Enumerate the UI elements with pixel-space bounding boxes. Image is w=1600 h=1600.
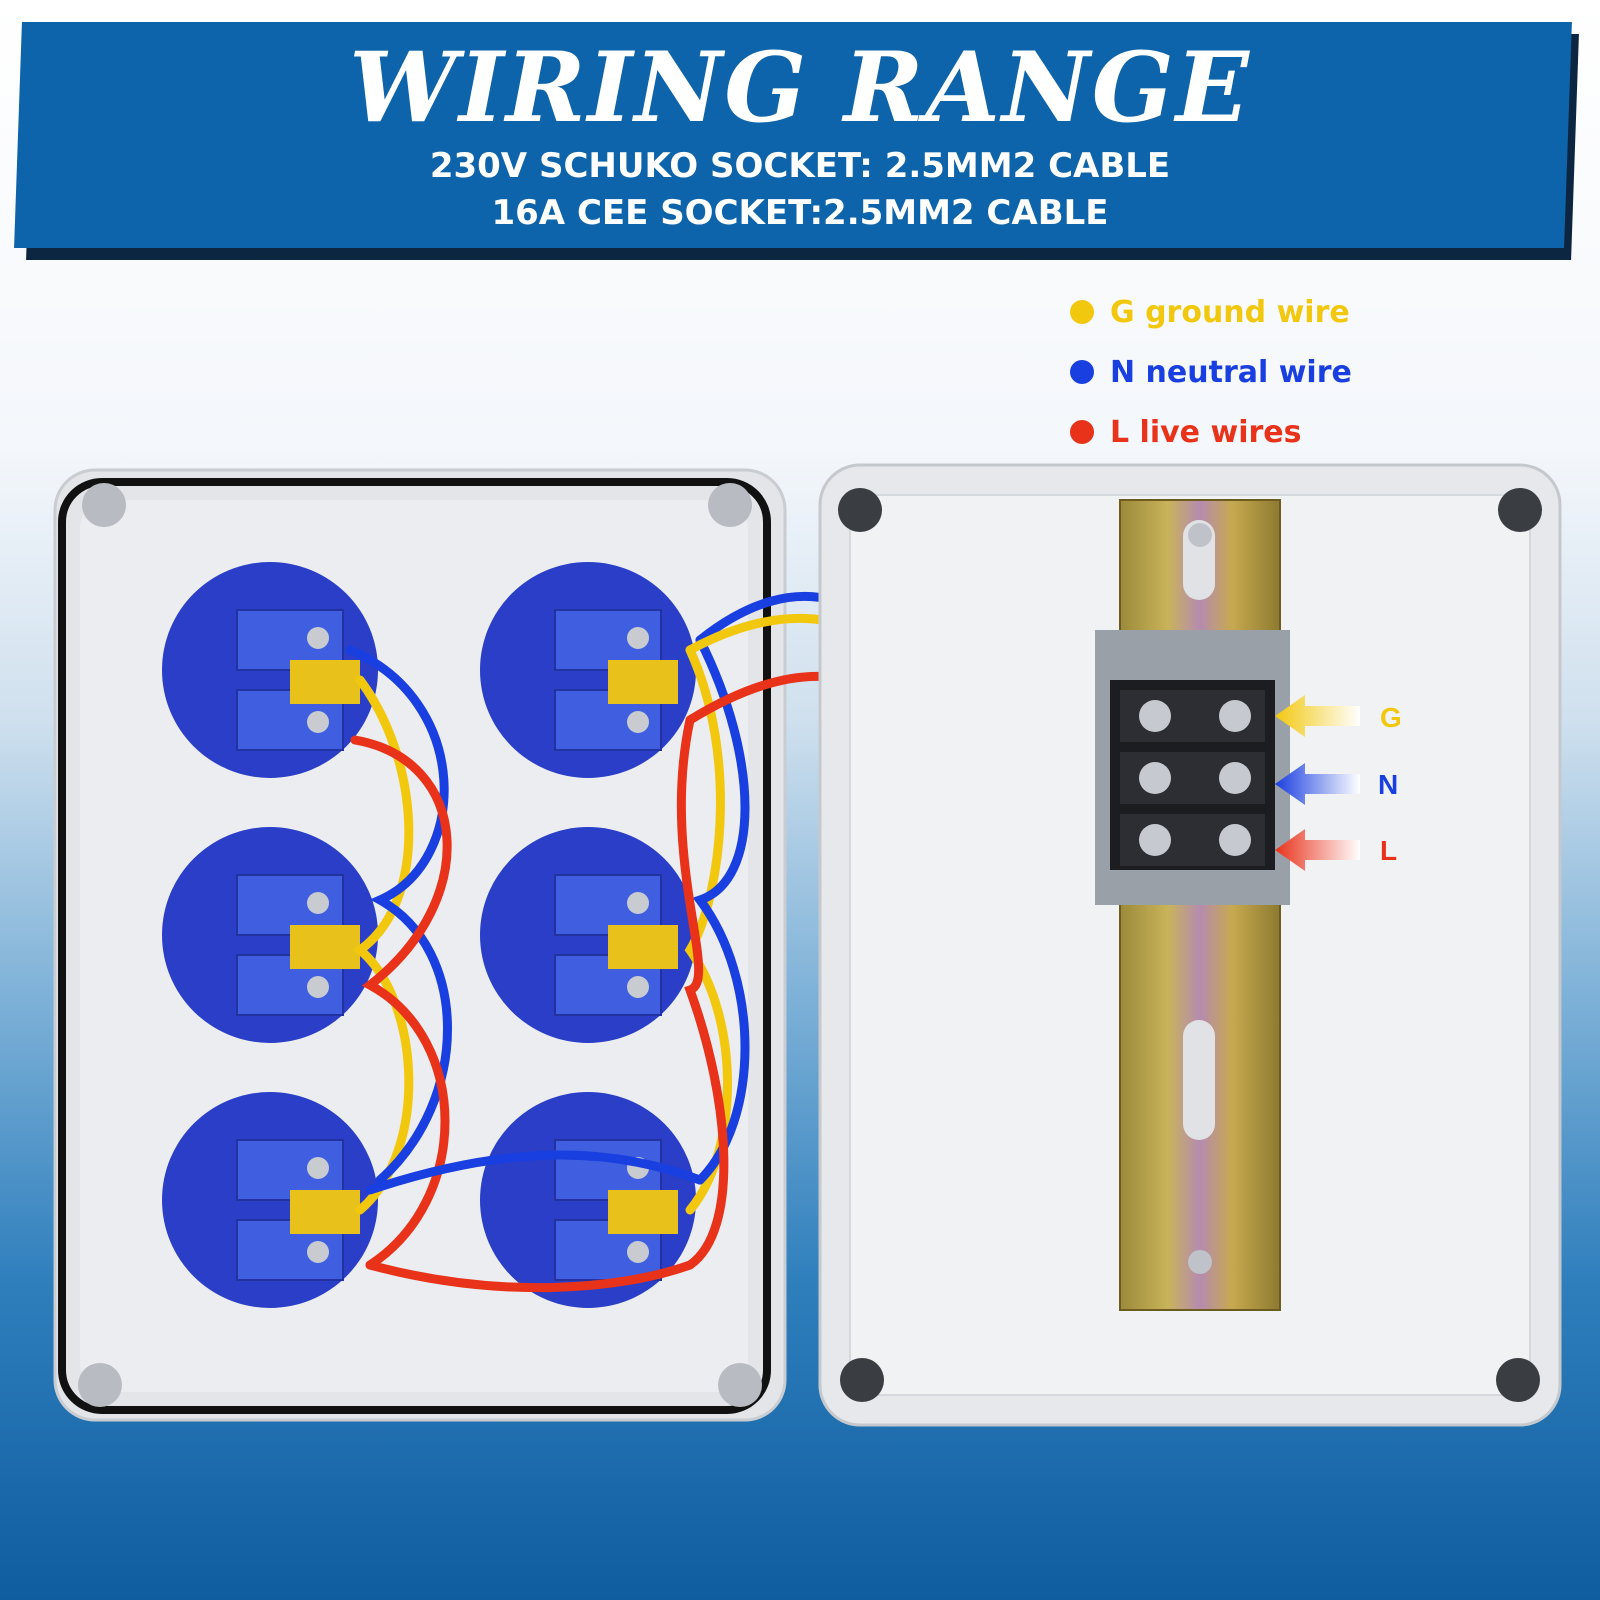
corner-hole-icon [1496, 1358, 1540, 1402]
socket-5 [162, 1092, 378, 1308]
corner-hole-icon [1498, 488, 1542, 532]
wire-legend: G ground wire N neutral wire L live wire… [1070, 282, 1352, 462]
socket-3 [162, 827, 378, 1043]
corner-hole-icon [838, 488, 882, 532]
legend-label: G ground wire [1110, 294, 1350, 330]
corner-hole-icon [78, 1363, 122, 1407]
socket-2 [480, 562, 696, 778]
corner-hole-icon [708, 483, 752, 527]
corner-hole-icon [82, 483, 126, 527]
legend-label: N neutral wire [1110, 354, 1352, 390]
page-title: WIRING RANGE [349, 31, 1251, 144]
corner-hole-icon [840, 1358, 884, 1402]
terminal-arrows [1275, 695, 1360, 871]
live-dot-icon [1070, 420, 1094, 444]
socket-6 [480, 1092, 696, 1308]
legend-item-neutral: N neutral wire [1070, 342, 1352, 402]
socket-group [162, 562, 696, 1308]
arrow-ground-icon [1275, 695, 1360, 737]
terminal-label-g: G [1380, 702, 1402, 733]
neutral-dot-icon [1070, 360, 1094, 384]
terminal-label-n: N [1378, 769, 1398, 800]
spec-line-schuko: 230V SCHUKO SOCKET: 2.5MM2 CABLE [429, 146, 1171, 186]
legend-label: L live wires [1110, 414, 1302, 450]
arrow-neutral-icon [1275, 763, 1360, 805]
legend-item-ground: G ground wire [1070, 282, 1352, 342]
socket-1 [162, 562, 378, 778]
spec-line-cee: 16A CEE SOCKET:2.5MM2 CABLE [491, 193, 1109, 233]
terminal-label-l: L [1380, 835, 1397, 866]
corner-hole-icon [718, 1363, 762, 1407]
legend-item-live: L live wires [1070, 402, 1352, 462]
ground-dot-icon [1070, 300, 1094, 324]
socket-4 [480, 827, 696, 1043]
arrow-live-icon [1275, 829, 1360, 871]
terminal-block [1095, 630, 1290, 905]
